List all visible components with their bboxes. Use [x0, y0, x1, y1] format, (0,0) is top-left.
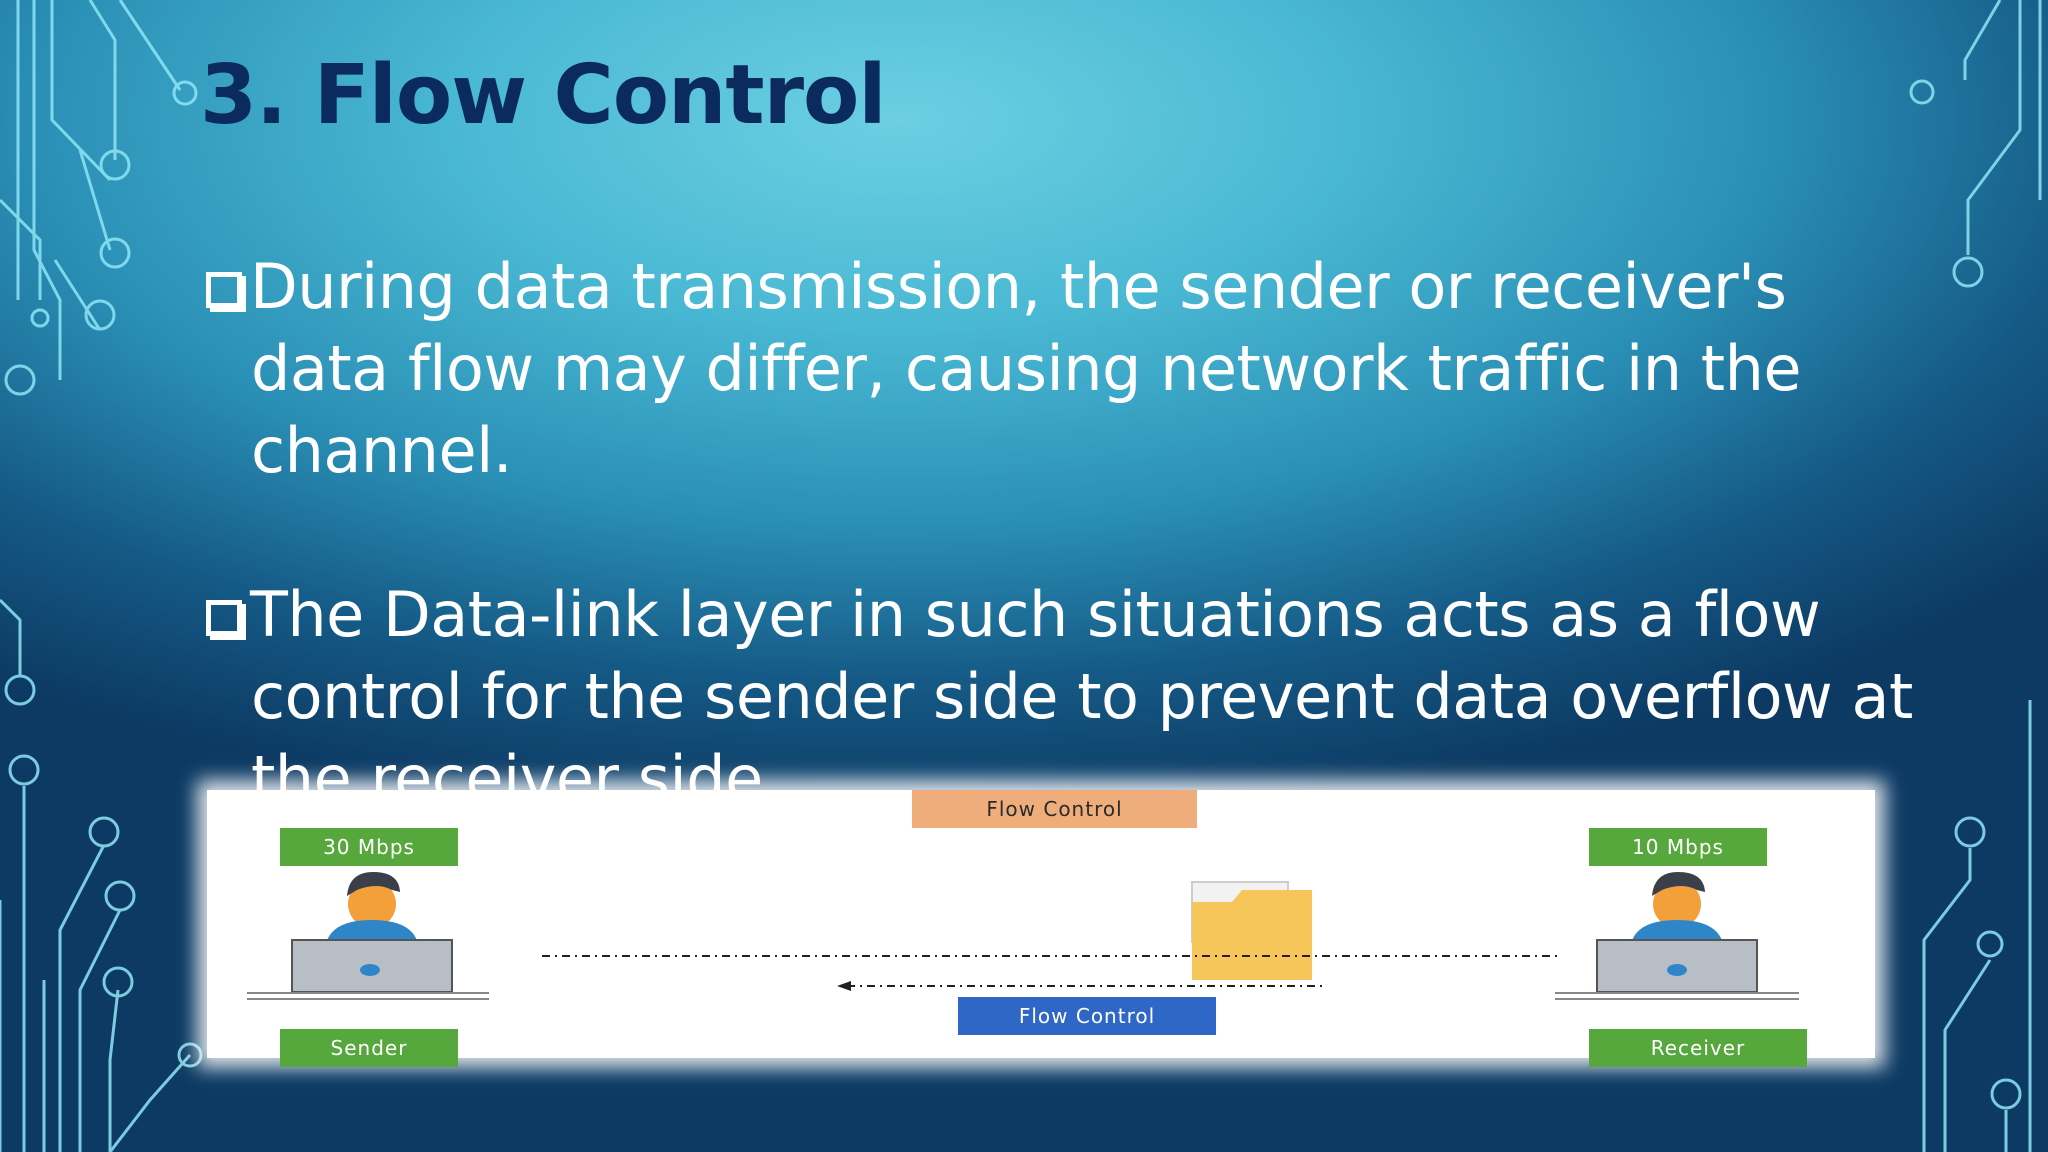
folder-icon: [1191, 881, 1312, 980]
arrow-left-icon: [837, 981, 851, 991]
receiver-person-icon: [1630, 872, 1724, 950]
checkbox-bullet-icon: [206, 600, 246, 640]
bullet-2-line-2: control for the sender side to prevent d…: [251, 660, 1913, 733]
bullet-2-line-1: The Data-link layer in such situations a…: [250, 578, 1821, 651]
bullet-1-line-2: data flow may differ, causing network tr…: [251, 332, 1802, 405]
receiver-rate-label: 10 Mbps: [1589, 828, 1767, 866]
sender-label: Sender: [280, 1029, 458, 1067]
top-flow-control-label: Flow Control: [912, 790, 1197, 828]
flow-control-diagram: Flow Control 30 Mbps 10 Mbps Flow Contro…: [207, 790, 1875, 1067]
receiver-laptop-icon: [1555, 939, 1799, 1000]
sender-rate-label: 30 Mbps: [280, 828, 458, 866]
bullet-1-line-3: channel.: [251, 414, 513, 487]
slide-title: 3. Flow Control: [200, 48, 886, 143]
bullet-1-line-1: During data transmission, the sender or …: [250, 250, 1787, 323]
sender-laptop-icon: [247, 939, 489, 1000]
bottom-flow-control-label: Flow Control: [958, 997, 1216, 1035]
sender-person-icon: [325, 872, 419, 950]
diagram-graphics: [247, 872, 1799, 1000]
checkbox-bullet-icon: [206, 272, 246, 312]
bullet-2: The Data-link layer in such situations a…: [206, 574, 2016, 820]
receiver-label: Receiver: [1589, 1029, 1807, 1067]
bullet-1: During data transmission, the sender or …: [206, 246, 2016, 492]
